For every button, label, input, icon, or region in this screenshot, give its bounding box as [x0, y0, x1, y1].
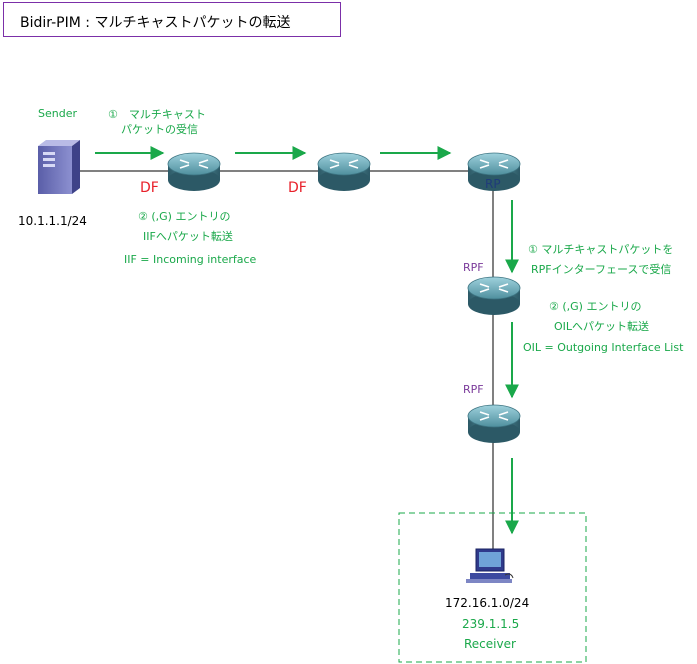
diagram-title: Bidir-PIM : マルチキャストパケットの転送: [20, 15, 291, 31]
downstream-step1-line2: RPFインターフェースで受信: [531, 263, 672, 276]
downstream-step2-line2: OILへパケット転送: [554, 320, 650, 333]
downstream-step2-line1: ② (,G) エントリの: [549, 300, 642, 313]
sender-step1-line2: パケットの受信: [121, 123, 198, 136]
df-label: DF: [140, 180, 159, 196]
sender-step1-line1: ① マルチキャスト: [108, 108, 206, 121]
receiver-address: 172.16.1.0/24: [445, 596, 530, 610]
receiver-group: 239.1.1.5: [462, 617, 520, 631]
sender-address: 10.1.1.1/24: [18, 214, 87, 228]
rpf-label: RPF: [463, 261, 484, 274]
downstream-step1-line1: ① マルチキャストパケットを: [528, 243, 674, 256]
rpf-label: RPF: [463, 383, 484, 396]
receiver-label: Receiver: [464, 637, 516, 651]
workstation-icon: [466, 548, 514, 583]
router-icon: [317, 152, 371, 192]
server-icon: [38, 140, 80, 194]
router-icon: [467, 276, 521, 316]
sender-step2-line2: IIFへパケット転送: [143, 230, 233, 243]
iif-definition: IIF = Incoming interface: [124, 253, 257, 266]
sender-label: Sender: [38, 107, 77, 120]
router-icon: [467, 404, 521, 444]
receiver-area-box: [398, 512, 587, 663]
title-box: Bidir-PIM : マルチキャストパケットの転送: [3, 2, 341, 37]
oil-definition: OIL = Outgoing Interface List: [523, 341, 684, 354]
router-icon: [167, 152, 221, 192]
sender-step2-line1: ② (,G) エントリの: [138, 210, 231, 223]
rp-label: RP: [485, 177, 501, 191]
df-label: DF: [288, 180, 307, 196]
